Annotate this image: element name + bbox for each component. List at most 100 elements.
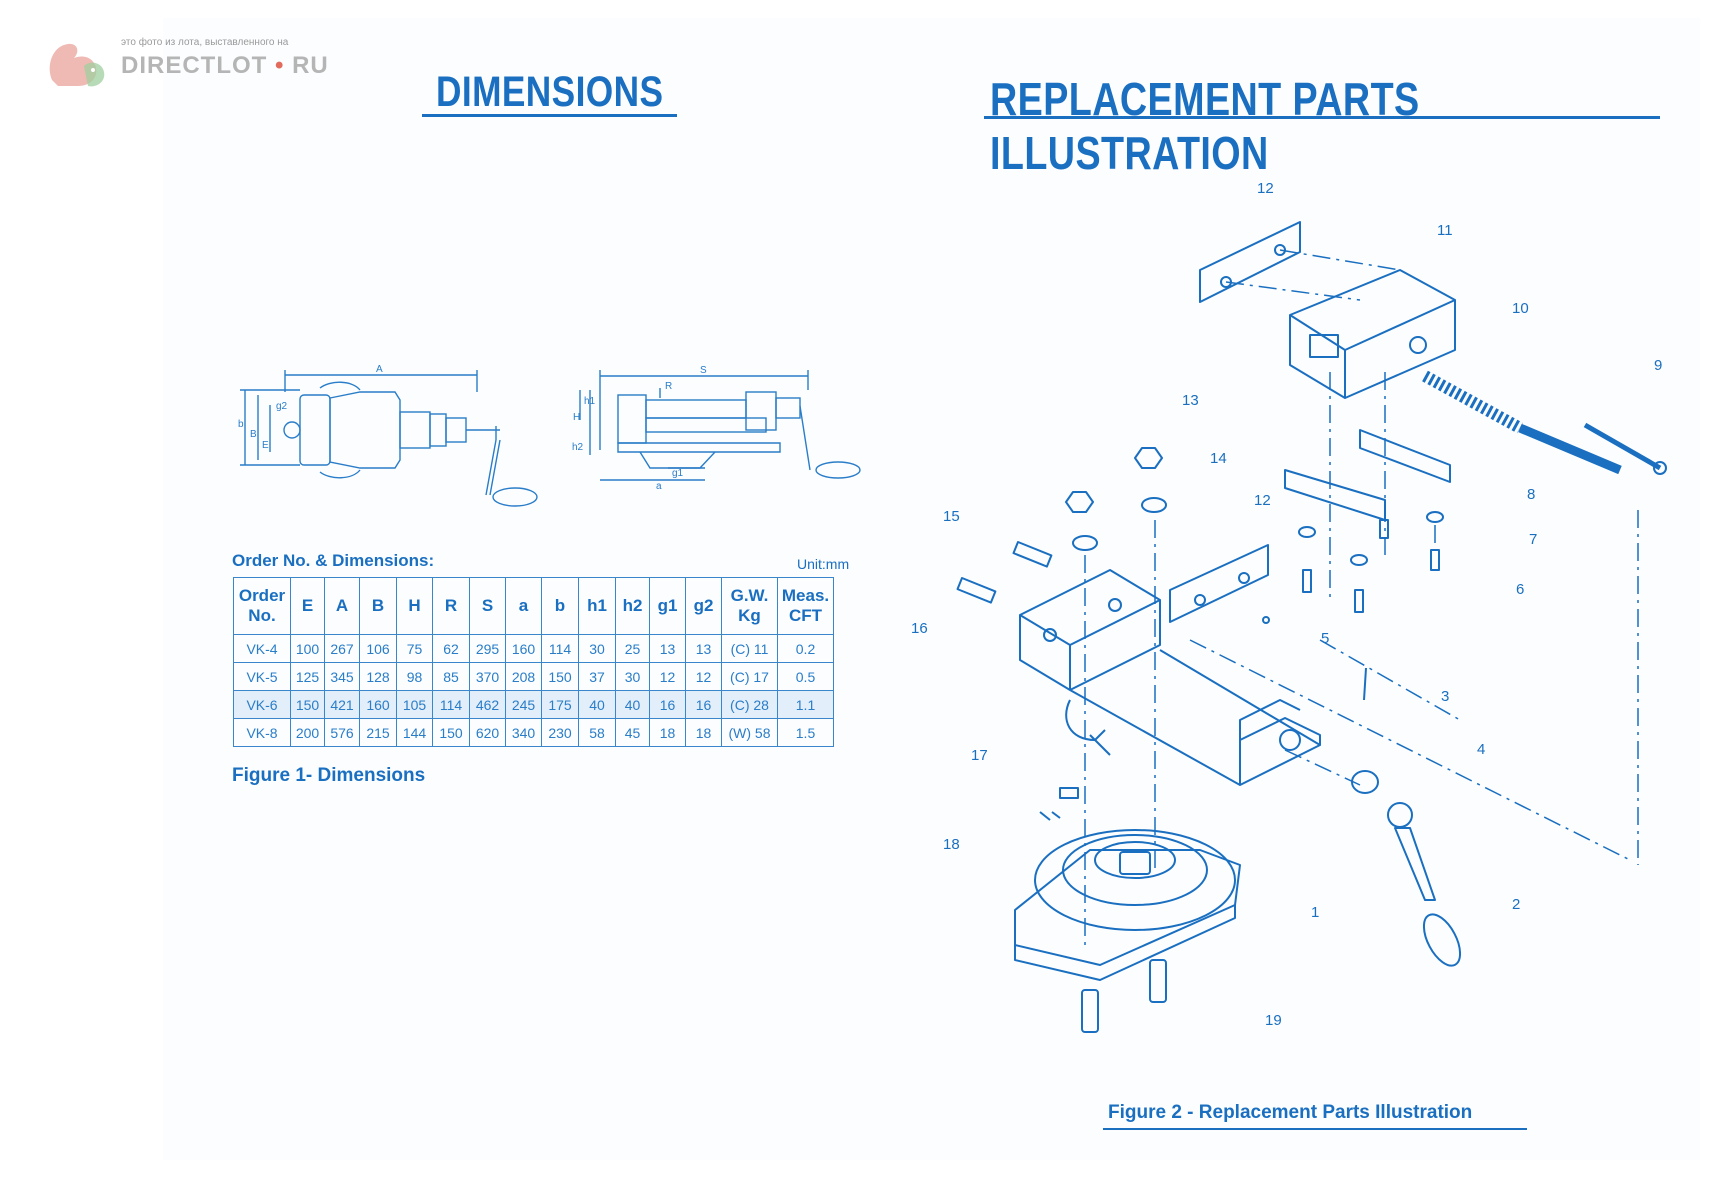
figure1-caption: Figure 1- Dimensions (232, 765, 426, 786)
callout-9: 9 (1654, 357, 1663, 374)
table-cell: 105 (396, 690, 433, 719)
table-cell: 150 (290, 690, 325, 719)
table-cell: 0.2 (777, 634, 834, 663)
table-cell: VK-4 (233, 634, 291, 663)
dimensions-heading-rule (422, 114, 677, 117)
table-cell: 106 (359, 634, 397, 663)
col-header: S (469, 577, 506, 635)
figure2-caption: Figure 2 - Replacement Parts Illustratio… (1108, 1102, 1473, 1123)
table-cell: 245 (505, 690, 542, 719)
dim-label-g1: g1 (672, 468, 684, 479)
table-cell: 100 (290, 634, 325, 663)
callout-6: 6 (1516, 581, 1525, 598)
callout-16: 16 (911, 620, 928, 637)
watermark-caption: это фото из лота, выставленного на (121, 37, 289, 48)
col-header: h1 (578, 577, 616, 635)
table-cell: 40 (615, 690, 650, 719)
table-cell: 620 (469, 718, 506, 747)
table-cell: 340 (505, 718, 542, 747)
table-cell: 16 (649, 690, 686, 719)
col-header: A (324, 577, 360, 635)
dim-label-b: b (238, 419, 244, 430)
dim-label-R: R (665, 381, 672, 392)
callout-10: 10 (1512, 300, 1529, 317)
table-cell: 13 (685, 634, 722, 663)
col-header: a (505, 577, 542, 635)
dim-label-E: E (262, 440, 269, 451)
table-cell: 114 (541, 634, 579, 663)
dim-label-B: B (250, 429, 257, 440)
callout-11: 11 (1437, 222, 1453, 239)
table-cell: 175 (541, 690, 579, 719)
col-header: E (290, 577, 325, 635)
table-unit: Unit:mm (797, 556, 850, 572)
table-cell: 30 (578, 634, 616, 663)
col-header: Meas. CFT (777, 577, 834, 635)
callout-7: 7 (1529, 531, 1538, 548)
table-cell: 160 (359, 690, 397, 719)
table-cell: 150 (432, 718, 470, 747)
callout-3: 3 (1441, 688, 1450, 705)
table-cell: 345 (324, 662, 360, 691)
col-header: g1 (649, 577, 686, 635)
dim-label-A: A (376, 364, 383, 375)
table-cell: 12 (649, 662, 686, 691)
callout-19: 19 (1265, 1012, 1282, 1029)
table-cell: 576 (324, 718, 360, 747)
col-header: Order No. (233, 577, 291, 635)
table-cell: 18 (649, 718, 686, 747)
table-cell: (C) 17 (721, 662, 778, 691)
table-cell: 16 (685, 690, 722, 719)
table-cell: 18 (685, 718, 722, 747)
table-cell: (C) 11 (721, 634, 778, 663)
table-cell: 215 (359, 718, 397, 747)
table-cell: VK-8 (233, 718, 291, 747)
table-cell: 128 (359, 662, 397, 691)
dim-label-h1: h1 (584, 396, 596, 407)
squirrel-logo-icon (49, 43, 105, 87)
table-cell: 370 (469, 662, 506, 691)
table-cell: 25 (615, 634, 650, 663)
table-header-row: Order No. E A B H R S a b h1 h2 g1 g2 G.… (233, 577, 834, 635)
table-cell: 295 (469, 634, 506, 663)
col-header: h2 (615, 577, 650, 635)
dim-label-g2: g2 (276, 401, 288, 412)
table-cell: 30 (615, 662, 650, 691)
callout-5: 5 (1321, 630, 1330, 647)
table-cell: 75 (396, 634, 433, 663)
col-header: H (396, 577, 433, 635)
table-cell: 144 (396, 718, 433, 747)
table-cell: 98 (396, 662, 433, 691)
dimensions-table: Order No. E A B H R S a b h1 h2 g1 g2 G.… (233, 577, 834, 747)
table-cell: 150 (541, 662, 579, 691)
table-cell: 40 (578, 690, 616, 719)
table-cell: 85 (432, 662, 470, 691)
figure2-caption-rule (1103, 1128, 1527, 1130)
callout-12-top: 12 (1257, 180, 1274, 197)
table-cell: 12 (685, 662, 722, 691)
table-cell: 230 (541, 718, 579, 747)
table-cell: 45 (615, 718, 650, 747)
watermark-brand: DIRECTLOT • RU (121, 52, 329, 79)
table-cell: 62 (432, 634, 470, 663)
col-header: B (359, 577, 397, 635)
col-header: R (432, 577, 470, 635)
table-cell: (C) 28 (721, 690, 778, 719)
callout-14: 14 (1210, 450, 1227, 467)
table-cell: 125 (290, 662, 325, 691)
table-cell: 1.5 (777, 718, 834, 747)
table-cell: 462 (469, 690, 506, 719)
dim-label-S: S (700, 365, 707, 376)
table-cell: 267 (324, 634, 360, 663)
table-cell: VK-6 (233, 690, 291, 719)
table-cell: 1.1 (777, 690, 834, 719)
table-cell: 208 (505, 662, 542, 691)
table-cell: 58 (578, 718, 616, 747)
watermark-logo (44, 36, 114, 92)
col-header: G.W. Kg (721, 577, 778, 635)
